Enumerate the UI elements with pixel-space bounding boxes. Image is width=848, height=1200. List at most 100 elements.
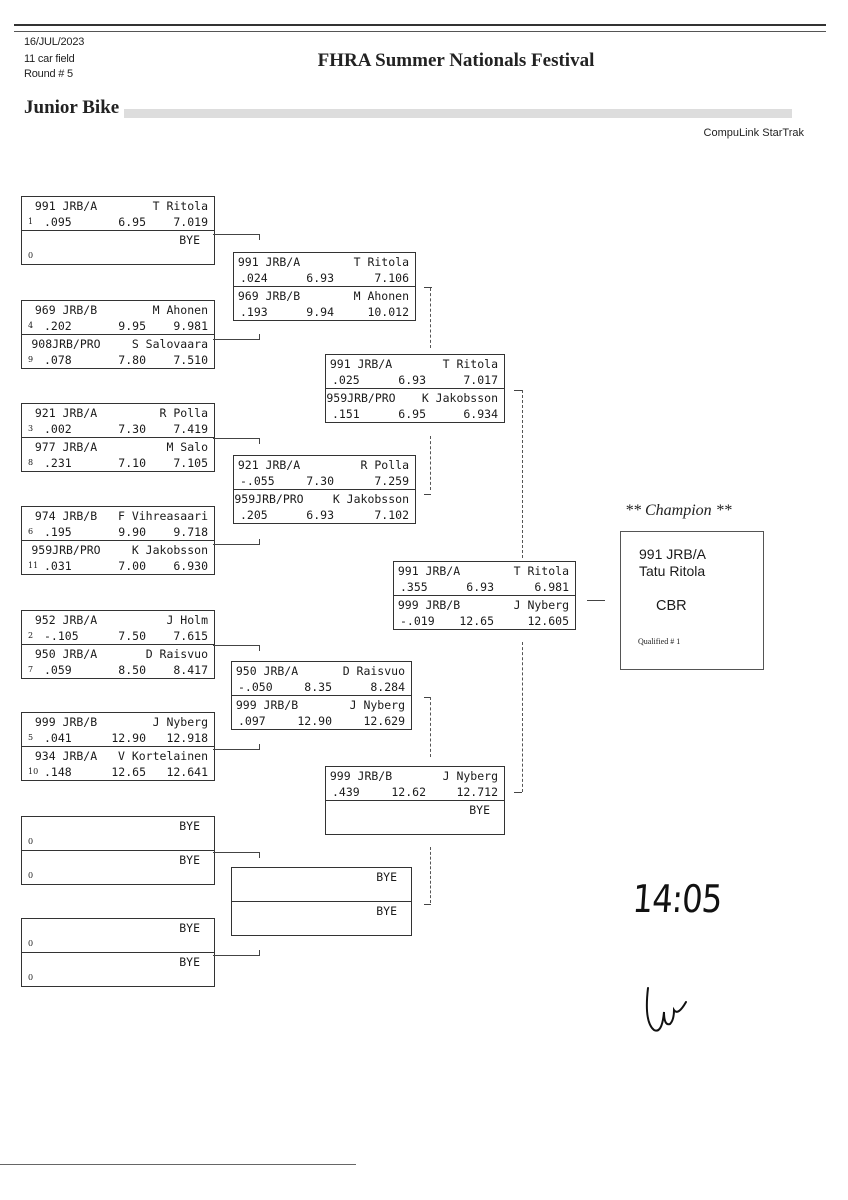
bye-label: BYE bbox=[179, 921, 200, 935]
reaction-time: .195 bbox=[44, 525, 72, 539]
reaction-time: .355 bbox=[400, 580, 428, 594]
bye-label: BYE bbox=[179, 819, 200, 833]
connector-dashed bbox=[522, 642, 523, 792]
bye-label: BYE bbox=[179, 233, 200, 247]
reaction-time: .059 bbox=[44, 663, 72, 677]
dial-in: 6.93 bbox=[306, 508, 334, 522]
driver-name: J Nyberg bbox=[513, 598, 569, 612]
car-class: 977 JRB/A bbox=[34, 440, 98, 454]
car-class: 921 JRB/A bbox=[34, 406, 98, 420]
reaction-time: .151 bbox=[332, 407, 360, 421]
driver-name: K Jakobsson bbox=[131, 543, 208, 557]
connector-dashed bbox=[430, 288, 431, 348]
qualifying-seed: 11 bbox=[28, 561, 39, 570]
reaction-time: .041 bbox=[44, 731, 72, 745]
car-class: 999 JRB/B bbox=[397, 598, 461, 612]
dial-in: 7.80 bbox=[118, 353, 146, 367]
connector-dashed bbox=[430, 436, 431, 490]
driver-name: M Ahonen bbox=[152, 303, 208, 317]
car-class: 959JRB/PRO bbox=[326, 391, 396, 405]
driver-name: J Nyberg bbox=[152, 715, 208, 729]
elapsed-time: 9.718 bbox=[173, 525, 208, 539]
qualifying-seed: 0 bbox=[28, 973, 34, 982]
dial-in: 12.65 bbox=[111, 765, 146, 779]
class-title: Junior Bike bbox=[24, 97, 120, 118]
connector bbox=[514, 390, 522, 391]
connector bbox=[424, 287, 432, 288]
dial-in: 7.30 bbox=[118, 422, 146, 436]
driver-name: M Salo bbox=[166, 440, 208, 454]
title-dither-bar bbox=[124, 109, 792, 118]
bye-label: BYE bbox=[179, 955, 200, 969]
elapsed-time: 8.284 bbox=[370, 680, 405, 694]
car-class: 999 JRB/B bbox=[34, 715, 98, 729]
connector bbox=[213, 539, 260, 545]
champion-abbr: CBR bbox=[656, 598, 687, 614]
lane-entry: 0 BYE bbox=[22, 919, 214, 952]
connector bbox=[514, 792, 522, 793]
header-rule bbox=[14, 24, 826, 32]
reaction-time: .002 bbox=[44, 422, 72, 436]
bye-label: BYE bbox=[376, 904, 397, 918]
dial-in: 12.62 bbox=[391, 785, 426, 799]
elapsed-time: 7.106 bbox=[374, 271, 409, 285]
dial-in: 8.50 bbox=[118, 663, 146, 677]
handwritten-time: 14:05 bbox=[631, 877, 724, 921]
reaction-time: .025 bbox=[332, 373, 360, 387]
dial-in: 7.00 bbox=[118, 559, 146, 573]
reaction-time: .078 bbox=[44, 353, 72, 367]
car-class: 950 JRB/A bbox=[34, 647, 98, 661]
elapsed-time: 9.981 bbox=[173, 319, 208, 333]
driver-name: K Jakobsson bbox=[421, 391, 498, 405]
elapsed-time: 7.510 bbox=[173, 353, 208, 367]
dial-in: 9.90 bbox=[118, 525, 146, 539]
connector bbox=[424, 904, 431, 905]
reaction-time: -.050 bbox=[238, 680, 273, 694]
reaction-time: .024 bbox=[240, 271, 268, 285]
qualifying-seed: 4 bbox=[28, 321, 34, 330]
car-class: 991 JRB/A bbox=[329, 357, 393, 371]
reaction-time: .095 bbox=[44, 215, 72, 229]
reaction-time: .097 bbox=[238, 714, 266, 728]
handwritten-initials-icon bbox=[645, 987, 687, 1032]
driver-name: S Salovaara bbox=[131, 337, 208, 351]
qualifying-seed: 6 bbox=[28, 527, 34, 536]
dial-in: 6.93 bbox=[466, 580, 494, 594]
connector-dashed bbox=[430, 697, 431, 757]
qualifying-seed: 0 bbox=[28, 939, 34, 948]
connector bbox=[213, 645, 260, 651]
driver-name: J Holm bbox=[166, 613, 208, 627]
elapsed-time: 7.019 bbox=[173, 215, 208, 229]
dial-in: 12.90 bbox=[297, 714, 332, 728]
elapsed-time: 7.259 bbox=[374, 474, 409, 488]
elapsed-time: 7.102 bbox=[374, 508, 409, 522]
driver-name: V Kortelainen bbox=[117, 749, 208, 763]
qualifying-seed: 8 bbox=[28, 458, 34, 467]
driver-name: M Ahonen bbox=[353, 289, 409, 303]
elapsed-time: 12.641 bbox=[166, 765, 208, 779]
reaction-time: .031 bbox=[44, 559, 72, 573]
driver-name: D Raisvuo bbox=[145, 647, 208, 661]
champion-box: 991 JRB/A Tatu Ritola CBR Qualified # 1 bbox=[620, 531, 764, 670]
field-size: 11 car field bbox=[24, 53, 75, 65]
